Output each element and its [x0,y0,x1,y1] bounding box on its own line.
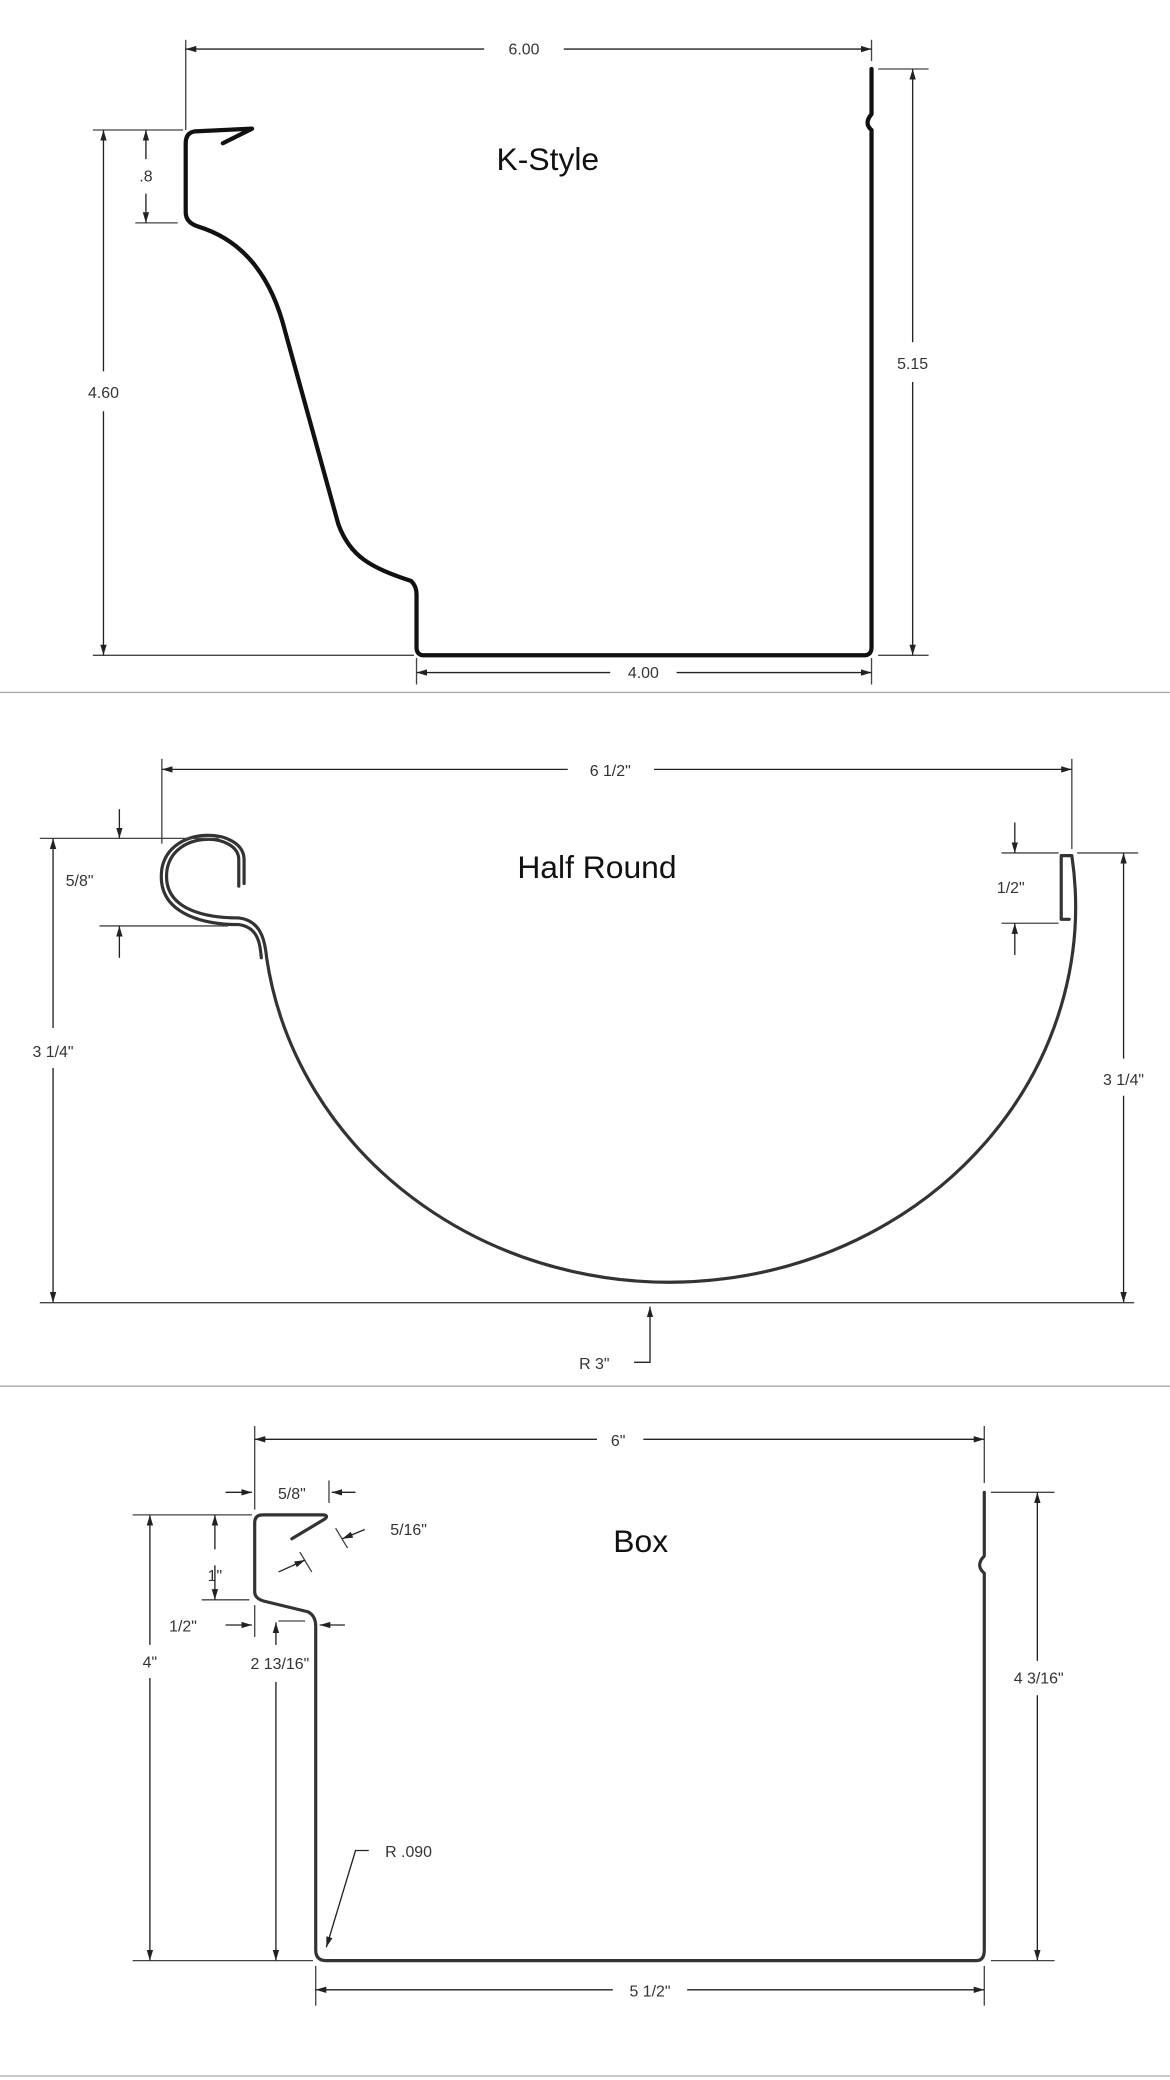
halfround-profile [165,837,1078,1284]
halfround-radius-label: R 3" [579,1356,609,1373]
halfround-hem-label: 1/2" [997,880,1025,897]
box-hem-label: 5/16" [390,1522,427,1539]
box-bottom-label: 5 1/2" [629,1983,670,2000]
kstyle-lip-label: .8 [139,169,152,186]
box-section: Box 6" 5/8" 5/16" 1" 1/2" 4" [132,1426,1064,2006]
box-radius-label: R .090 [385,1844,432,1861]
box-lower-front-label: 2 13/16" [251,1656,310,1673]
halfround-width-label: 6 1/2" [590,763,631,780]
halfround-bead-label: 5/8" [66,873,94,890]
kstyle-profile [183,66,874,658]
box-front-height-label: 4" [143,1654,158,1671]
halfround-section: Half Round 6 1/2" 3 1/4" 5/8" 1/2" 3 1/4… [33,758,1144,1373]
kstyle-front-height-label: 4.60 [88,385,119,402]
halfround-title: Half Round [517,849,676,885]
box-lip-width-label: 5/8" [278,1486,306,1503]
kstyle-bottom-label: 4.00 [628,665,659,682]
box-back-height-label: 4 3/16" [1014,1670,1064,1687]
kstyle-title: K-Style [497,141,600,177]
box-lip-height-label: 1" [208,1568,223,1585]
box-offset-label: 1/2" [169,1619,197,1636]
kstyle-width-label: 6.00 [508,41,539,58]
box-profile [253,1490,986,1963]
box-width-label: 6" [611,1433,626,1450]
kstyle-section: K-Style 6.00 4.60 .8 5.15 4.00 [88,39,929,685]
halfround-right-height-label: 3 1/4" [1103,1072,1144,1089]
box-title: Box [613,1523,668,1559]
halfround-left-height-label: 3 1/4" [33,1044,74,1061]
kstyle-back-height-label: 5.15 [897,356,928,373]
